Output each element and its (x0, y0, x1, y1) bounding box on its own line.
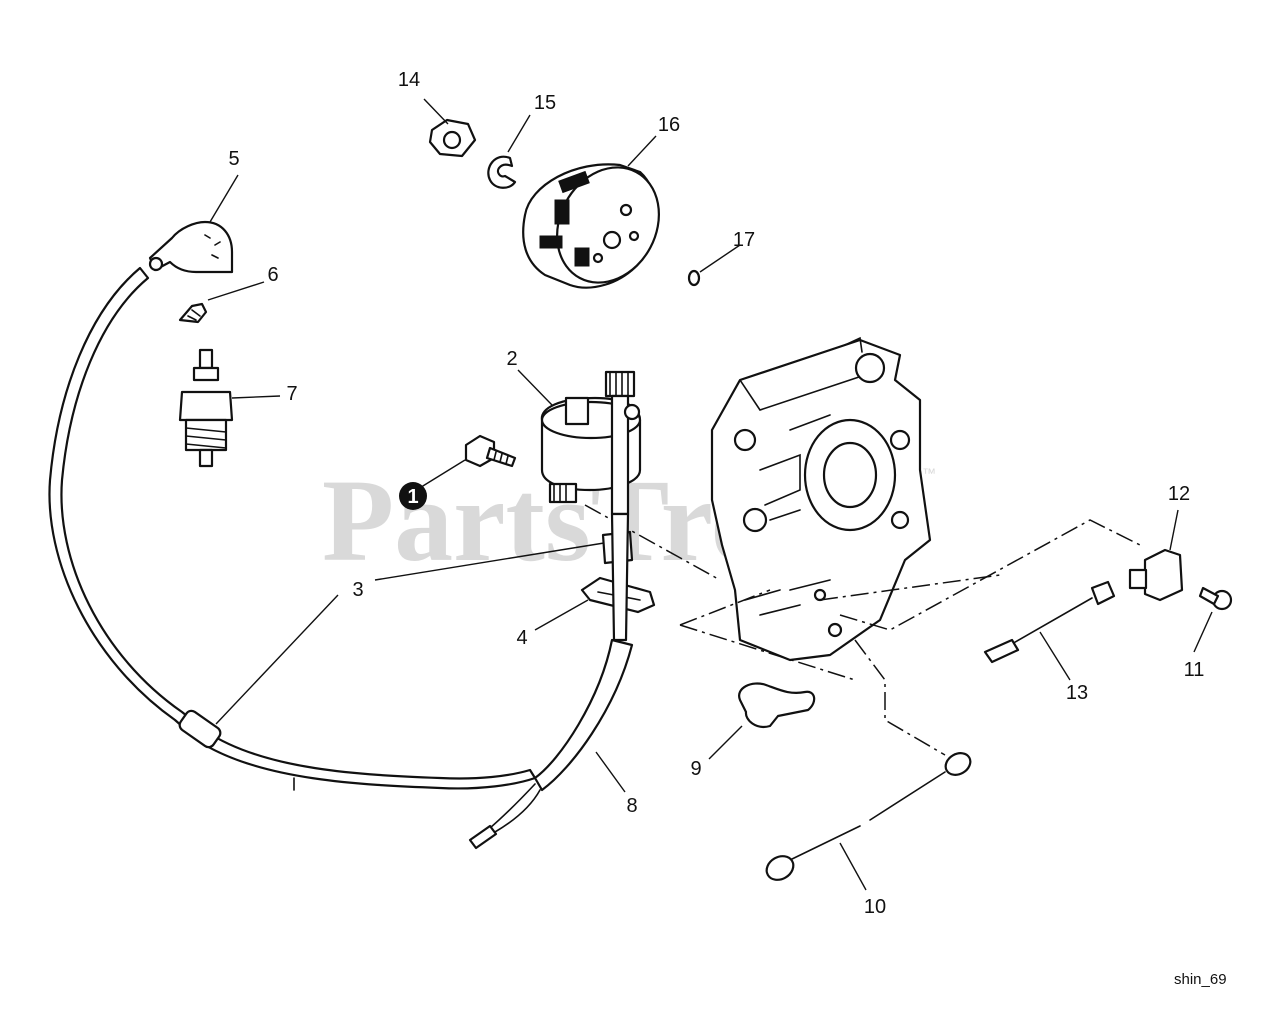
callout-label-3: 3 (352, 579, 363, 601)
ignition-coil (540, 370, 642, 565)
callout-label-15: 15 (534, 92, 556, 114)
spark-plug (178, 348, 234, 468)
callout-label-5: 5 (228, 148, 239, 170)
callout-labels: 1 2 3 4 5 6 7 8 9 10 11 12 13 14 15 16 1… (228, 69, 1204, 918)
callout-label-17: 17 (733, 229, 755, 251)
callout-label-8: 8 (626, 795, 637, 817)
ignition-wire-harness (468, 512, 634, 850)
callout-label-7: 7 (286, 383, 297, 405)
callout-label-10: 10 (864, 896, 886, 918)
callout-label-2: 2 (506, 348, 517, 370)
callout-label-16: 16 (658, 114, 680, 136)
wire-clip (738, 682, 816, 728)
callout-label-14: 14 (398, 69, 420, 91)
high-tension-lead (48, 266, 537, 791)
crankcase-housing (710, 336, 932, 662)
callout-label-13: 13 (1066, 682, 1088, 704)
callout-label-11: 11 (1184, 659, 1205, 681)
ground-wire (765, 752, 972, 881)
spring-terminal (178, 302, 208, 324)
callout-label-6: 6 (267, 264, 278, 286)
spark-plug-cap (148, 220, 234, 274)
mounting-screw (1198, 586, 1233, 611)
numbered-circle-badge-icon (399, 482, 427, 510)
small-screw (687, 269, 701, 287)
flywheel (522, 163, 660, 289)
connection-dashed-lines (584, 504, 1141, 756)
callout-label-4: 4 (516, 627, 527, 649)
watermark-trademark: ™ (922, 465, 936, 481)
retaining-clip (487, 155, 517, 189)
hex-bolt (464, 434, 517, 468)
callout-label-9: 9 (690, 758, 701, 780)
callout-label-1: 1 (407, 486, 418, 508)
callout-leader-lines (207, 98, 1213, 891)
diagram-caption: shin_69 (1174, 971, 1227, 988)
hex-nut (428, 118, 477, 158)
callout-label-12: 12 (1168, 483, 1190, 505)
stop-switch-lead (983, 580, 1116, 664)
stop-switch (1128, 548, 1184, 602)
